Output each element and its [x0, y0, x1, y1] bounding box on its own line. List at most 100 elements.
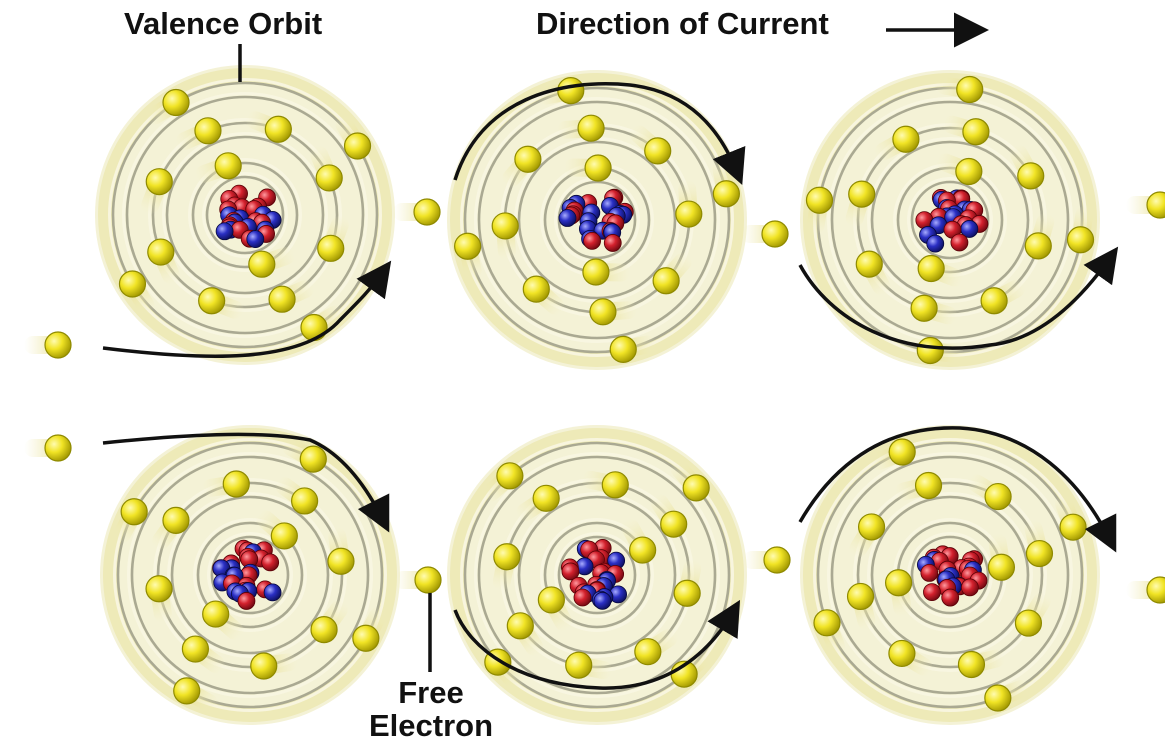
- electron-ball: [673, 579, 701, 607]
- orbit-ring-highlight: [853, 478, 1047, 672]
- orbit-ring-highlight: [540, 518, 654, 632]
- orbit-ring-highlight: [474, 97, 720, 343]
- electron: [1024, 520, 1054, 568]
- electron-ball: [910, 294, 938, 322]
- electron: [352, 607, 387, 652]
- orbit-ring: [477, 455, 717, 695]
- proton: [583, 231, 601, 250]
- electron-ball: [682, 474, 710, 502]
- electron-ball: [813, 609, 841, 637]
- free-electron: [1126, 191, 1165, 219]
- electron-ball: [888, 438, 916, 466]
- free-electron: [743, 546, 791, 574]
- electron-ball: [352, 624, 380, 652]
- electron: [327, 527, 355, 575]
- orbit-ring-highlight: [827, 97, 1073, 343]
- electron: [145, 575, 173, 623]
- electron: [582, 258, 630, 286]
- electron: [275, 477, 319, 515]
- electron: [967, 474, 1012, 511]
- orbit-ring: [543, 521, 651, 629]
- orbit-ring-highlight: [867, 492, 1033, 658]
- electron-ball: [264, 115, 292, 143]
- proton: [237, 592, 256, 610]
- electron: [202, 470, 250, 498]
- direction-of-current-label: Direction of Current: [536, 6, 829, 41]
- free-electron: [24, 331, 72, 359]
- electron-ball: [300, 313, 328, 342]
- free-electron-label: Free Electron: [356, 676, 506, 742]
- orbit-ring-highlight: [127, 452, 373, 698]
- current-flow-arrow: [453, 82, 746, 185]
- electron: [629, 125, 672, 165]
- neutron: [558, 209, 577, 227]
- electron: [984, 679, 1031, 712]
- electron-ball: [44, 434, 72, 462]
- electron: [537, 586, 573, 631]
- orbit-ring: [870, 140, 1030, 300]
- electron: [650, 494, 688, 538]
- orbit-ring: [205, 175, 285, 255]
- electron: [980, 279, 1026, 315]
- electron-ball: [957, 650, 986, 679]
- orbit-ring-highlight: [474, 452, 720, 698]
- orbit-ring: [463, 441, 731, 709]
- electron-ball: [1146, 576, 1165, 604]
- electron: [141, 168, 173, 214]
- electron-ball: [1024, 232, 1052, 260]
- electron: [888, 639, 933, 676]
- electron-ball: [857, 513, 886, 541]
- electron: [621, 519, 657, 564]
- electron-ball: [173, 677, 201, 705]
- electron: [246, 111, 292, 143]
- orbit-ring: [191, 161, 299, 269]
- electron-ball: [557, 77, 585, 105]
- electron-ball: [454, 232, 482, 260]
- free-electron: [741, 220, 789, 248]
- electron: [846, 582, 876, 630]
- valence-orbit-label: Valence Orbit: [124, 6, 323, 41]
- orbit-ring: [477, 100, 717, 340]
- orbit-ring: [125, 95, 365, 335]
- electron: [1066, 206, 1095, 254]
- free-electron: [24, 434, 72, 462]
- electron: [564, 154, 612, 182]
- electron-ball: [506, 612, 534, 640]
- electron-ball: [584, 154, 612, 182]
- nucleus: [560, 539, 627, 610]
- electron-ball: [310, 616, 338, 644]
- current-flow-arrow: [798, 246, 1119, 350]
- electron: [256, 510, 298, 550]
- orbit-ring: [196, 521, 304, 629]
- electron: [268, 280, 314, 313]
- electron-ball: [315, 164, 343, 192]
- electron: [845, 180, 876, 228]
- electron: [987, 533, 1016, 581]
- free-electron-label-line1: Free: [398, 675, 464, 710]
- electron: [957, 649, 1005, 679]
- electron: [1024, 212, 1055, 260]
- electron: [491, 212, 519, 260]
- electron-ball: [291, 487, 319, 515]
- electron: [849, 513, 886, 558]
- orbit-ring-highlight: [162, 132, 328, 298]
- electron-ball: [414, 566, 442, 594]
- neutron: [593, 591, 612, 610]
- electron: [147, 238, 180, 284]
- electron-ball: [846, 582, 875, 611]
- nucleus: [558, 188, 634, 252]
- electron-ball: [1014, 609, 1043, 637]
- electron: [152, 506, 190, 550]
- electron-ball: [660, 510, 688, 538]
- electron: [869, 438, 916, 471]
- electron-ball: [537, 586, 565, 614]
- electron-ball: [491, 212, 519, 240]
- electron-ball: [582, 258, 610, 286]
- orbit-ring: [156, 481, 344, 669]
- electron-ball: [565, 651, 593, 679]
- electron-ball: [162, 88, 190, 117]
- electron-ball: [413, 198, 441, 226]
- neutron: [246, 230, 265, 249]
- electron: [1054, 494, 1087, 541]
- orbit-ring: [130, 455, 370, 695]
